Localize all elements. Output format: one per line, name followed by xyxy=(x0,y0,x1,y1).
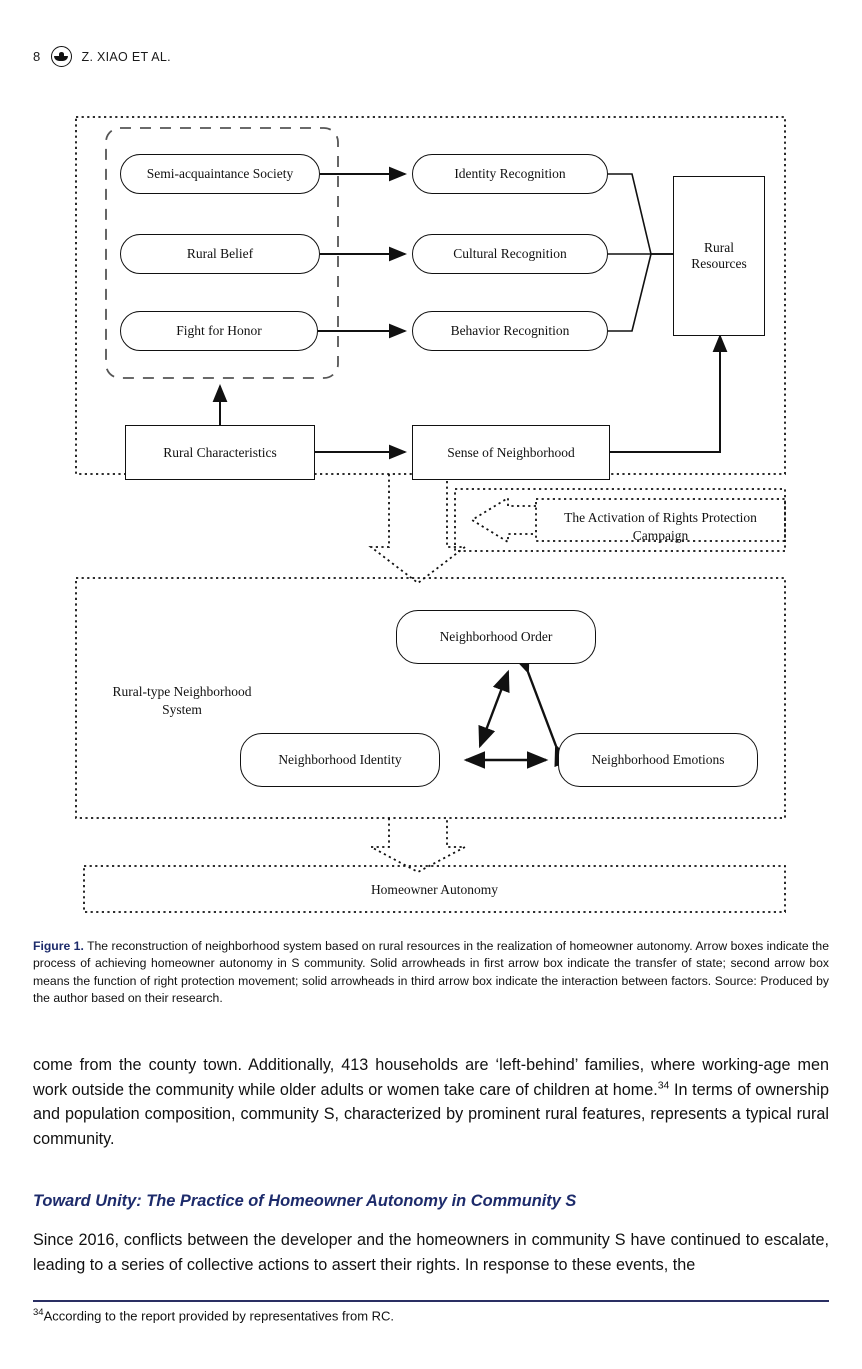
activation-campaign-label: The Activation of Rights Protection Camp… xyxy=(540,509,781,544)
node-label: Behavior Recognition xyxy=(450,323,570,339)
figure-caption-text: The reconstruction of neighborhood syste… xyxy=(33,939,829,1005)
running-head: 8 Z. XIAO ET AL. xyxy=(33,46,171,67)
section-heading: Toward Unity: The Practice of Homeowner … xyxy=(33,1192,577,1210)
page-number: 8 xyxy=(33,49,41,64)
node-label-line1: Rural xyxy=(704,240,734,256)
footnote-text: According to the report provided by repr… xyxy=(43,1308,395,1324)
dotted-arrow-middle-to-outcome xyxy=(370,818,466,874)
figure-diagram-canvas xyxy=(75,116,786,913)
body-paragraph-1: come from the county town. Additionally,… xyxy=(33,1053,829,1152)
node-rural-belief: Rural Belief xyxy=(120,234,320,274)
node-label: Neighborhood Identity xyxy=(278,752,402,768)
dotted-arrow-activation-pointer xyxy=(470,496,536,544)
node-label: Rural Belief xyxy=(186,246,254,262)
node-label: Homeowner Autonomy xyxy=(370,882,499,897)
dotted-arrow-upper-to-middle xyxy=(368,474,468,585)
activation-label-border xyxy=(535,498,786,542)
footnote-number: 34 xyxy=(33,1307,44,1318)
node-cultural-recognition: Cultural Recognition xyxy=(412,234,608,274)
activation-label-line1: The Activation of Rights Protection xyxy=(564,510,757,525)
middle-section-border xyxy=(75,577,786,819)
footnote-reference-34[interactable]: 34 xyxy=(657,1079,670,1092)
node-neighborhood-order: Neighborhood Order xyxy=(396,610,596,664)
node-label: Fight for Honor xyxy=(176,323,262,339)
figure-caption-label: Figure 1. xyxy=(33,939,84,953)
node-identity-recognition: Identity Recognition xyxy=(412,154,608,194)
node-sense-of-neighborhood: Sense of Neighborhood xyxy=(412,425,610,480)
running-head-authors: Z. XIAO ET AL. xyxy=(81,49,171,64)
paragraph-1-text-a: come from the county town. Additionally,… xyxy=(33,1056,829,1099)
node-neighborhood-emotions: Neighborhood Emotions xyxy=(558,733,758,787)
system-label-line1: Rural-type Neighborhood xyxy=(112,684,252,699)
rural-factors-group-border xyxy=(105,127,339,379)
rural-type-neighborhood-system-label: Rural-type Neighborhood System xyxy=(92,683,272,718)
node-label-line2: Resources xyxy=(691,256,747,271)
node-label: Semi-acquaintance Society xyxy=(146,166,294,182)
node-semi-acquaintance-society: Semi-acquaintance Society xyxy=(120,154,320,194)
node-neighborhood-identity: Neighborhood Identity xyxy=(240,733,440,787)
paragraph-1-text-b: In terms of ownership and population com… xyxy=(33,1080,829,1148)
figure-1: Semi-acquaintance Society Rural Belief F… xyxy=(75,116,786,913)
node-label: Identity Recognition xyxy=(454,166,566,182)
system-label-line2: System xyxy=(162,701,202,717)
node-rural-characteristics: Rural Characteristics xyxy=(125,425,315,480)
body-paragraph-2: Since 2016, conflicts between the develo… xyxy=(33,1231,829,1274)
node-label: Rural Characteristics xyxy=(163,444,277,460)
connector-behavior-to-resources xyxy=(608,253,673,332)
node-label: Neighborhood Order xyxy=(439,629,553,645)
upper-section-border xyxy=(75,116,786,475)
node-label: Neighborhood Emotions xyxy=(591,752,725,768)
footnote-34: 34According to the report provided by re… xyxy=(33,1306,829,1326)
node-behavior-recognition: Behavior Recognition xyxy=(412,311,608,351)
figure-caption: Figure 1. The reconstruction of neighbor… xyxy=(33,938,829,1007)
connector-identity-to-resources xyxy=(608,173,673,255)
outcome-box-border xyxy=(83,865,786,913)
activation-label-line2: Campaign xyxy=(632,527,689,543)
node-fight-for-honor: Fight for Honor xyxy=(120,311,318,351)
node-rural-resources: Rural Resources xyxy=(673,176,765,336)
node-label: Cultural Recognition xyxy=(453,246,567,262)
arrow-sense-to-resources xyxy=(610,334,728,453)
node-label: Sense of Neighborhood xyxy=(447,444,575,460)
node-homeowner-autonomy: Homeowner Autonomy xyxy=(84,881,785,899)
arrow-identity-order xyxy=(478,669,510,749)
arrow-emotions-order xyxy=(512,650,572,768)
journal-logo-icon xyxy=(50,46,72,67)
footnote-separator-rule xyxy=(33,1300,829,1302)
